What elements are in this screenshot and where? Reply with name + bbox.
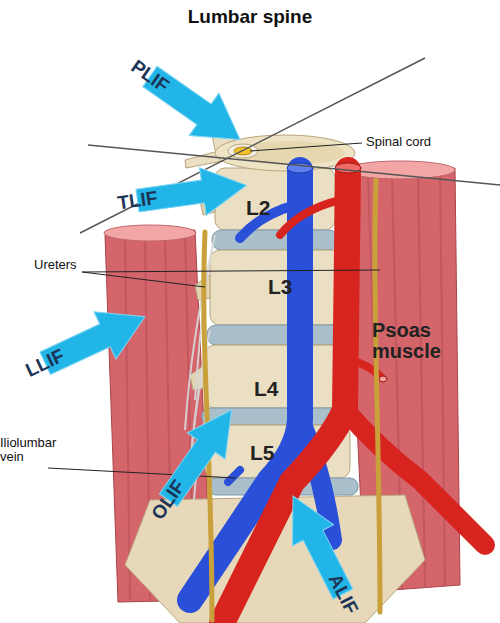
structure-label: Spinal cord bbox=[366, 135, 476, 149]
structure-label: Ureters bbox=[34, 258, 114, 272]
leader-lines-part bbox=[48, 468, 236, 478]
vertebral-column-part bbox=[210, 250, 340, 325]
approach-planes-part bbox=[88, 145, 500, 185]
vertebral-column-part bbox=[205, 345, 345, 408]
aorta-part bbox=[379, 376, 387, 382]
vertebra-label: L5 bbox=[250, 442, 290, 464]
ureters-part bbox=[375, 180, 380, 612]
vertebral-column-part bbox=[207, 325, 343, 345]
leader-lines-part bbox=[82, 272, 205, 287]
approach-name: LLIF bbox=[22, 345, 68, 382]
diagram-title: Lumbar spine bbox=[0, 6, 500, 28]
structure-label: Iliolumbar vein bbox=[0, 436, 72, 463]
arrow-fill bbox=[34, 293, 156, 387]
vertebra-label: L2 bbox=[246, 197, 286, 219]
aorta bbox=[222, 163, 485, 623]
aorta-part bbox=[280, 200, 340, 235]
leader-lines-part bbox=[82, 270, 380, 272]
left-psoas-muscle-part bbox=[104, 225, 196, 241]
vertebral-column-part bbox=[212, 230, 338, 250]
vertebral-column-part bbox=[215, 168, 335, 230]
aorta-part bbox=[345, 410, 485, 545]
ureters bbox=[204, 180, 380, 620]
vertebra-top-view-part bbox=[215, 135, 355, 171]
vertebra-label: L3 bbox=[268, 276, 308, 298]
inferior-vena-cava-part bbox=[228, 470, 240, 482]
right-psoas-muscle-part bbox=[345, 161, 455, 179]
leader-lines-part bbox=[250, 143, 362, 151]
vertebra-label: L4 bbox=[254, 378, 294, 400]
muscle-label: Psoas muscle bbox=[372, 320, 462, 362]
